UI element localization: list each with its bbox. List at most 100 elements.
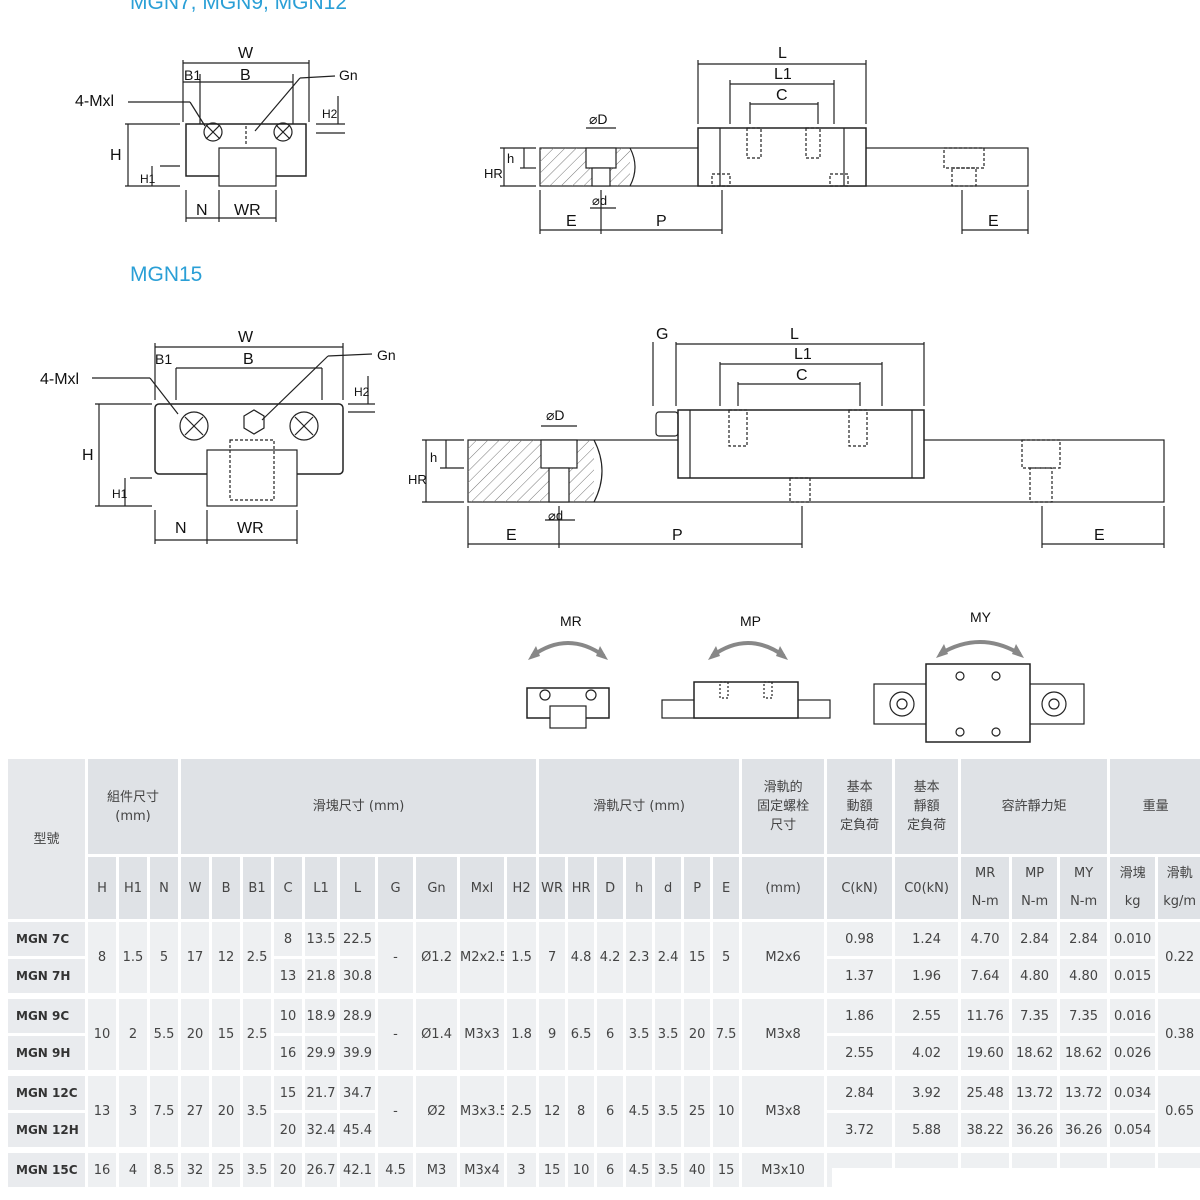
cell-n: 5.5 [146,993,182,1075]
header-col-p: P [681,854,714,922]
label-h-15: H [82,447,94,464]
cell-mp: 4.80 [1009,956,1061,998]
cell-cd: 3.72 [824,1110,896,1152]
cell-h: 3.5 [623,993,656,1075]
cell-model: MGN 7C [5,919,88,959]
label-phi-d-big-15: ⌀D [546,407,565,423]
label-e-left: E [566,213,577,230]
header-col-d: d [652,854,685,922]
cell-h1: 4 [116,1147,150,1190]
header-col-l1: L1 [302,854,341,922]
cell-p: 40 [681,1147,714,1190]
header-col-h2: H2 [504,854,540,922]
label-mr: MR [560,613,582,629]
label-h1-15: H1 [112,487,128,501]
cell-b1: 3.5 [240,1070,275,1152]
cell-c0: 3.92 [892,1070,962,1113]
cell-c0: 5.88 [892,1110,962,1152]
label-c: C [776,87,788,104]
cell-w: 32 [178,1147,213,1190]
cell-mr: 19.60 [958,1033,1013,1075]
header-bolt: 滑軌的 固定螺栓 尺寸 [739,756,828,857]
label-h: H [110,147,122,164]
header-c-kn: C(kN) [824,854,896,922]
header-assembly: 組件尺寸 (mm) [84,756,182,857]
cell-kg: 0.015 [1107,956,1159,998]
cell-e: 10 [710,1070,743,1152]
cell-wr: 12 [536,1070,569,1152]
cell-h1: 2 [116,993,150,1075]
label-mp: MP [740,613,761,629]
cell-mp: 18.62 [1009,1033,1061,1075]
header-rail: 滑軌尺寸 (mm) [536,756,743,857]
spec-table: 型號 組件尺寸 (mm) 滑塊尺寸 (mm) 滑軌尺寸 (mm) 滑軌的 固定螺… [5,756,1200,1190]
cell-gn: Ø2 [413,1070,461,1152]
header-col-n: N [146,854,182,922]
header-dynamic-load: 基本 動額 定負荷 [824,756,896,857]
cell-w: 20 [178,993,213,1075]
cell-n: 7.5 [146,1070,182,1152]
cell-cd: 2.55 [824,1033,896,1075]
cell-d: 6 [594,993,627,1075]
header-mp: MP N-m [1009,854,1061,922]
cell-c: 16 [271,1033,306,1075]
cell-w: 27 [178,1070,213,1152]
cell-g: - [375,993,417,1075]
header-mp-unit: N-m [1021,894,1049,909]
cell-kg: 0.016 [1107,993,1159,1036]
cell-l1: 21.8 [302,956,341,998]
label-4mxl: 4-Mxl [75,93,114,110]
header-my-symbol: MY [1074,866,1094,881]
cell-h: 4.5 [623,1070,656,1152]
header-col-gn: Gn [413,854,461,922]
cell-my: 36.26 [1057,1110,1111,1152]
cropped-region [832,1168,1200,1200]
cell-h: 8 [85,919,119,998]
cell-c0: 2.55 [892,993,962,1036]
cell-l1: 26.7 [302,1147,341,1190]
cell-model: MGN 9C [5,993,88,1036]
header-mp-symbol: MP [1025,866,1045,881]
header-col-b1: B1 [240,854,275,922]
header-rail-weight-unit: kg/m [1163,894,1197,909]
header-col-l: L [337,854,379,922]
cell-l: 45.4 [337,1110,379,1152]
header-col-e: E [710,854,743,922]
header-model: 型號 [5,756,88,922]
cell-my: 4.80 [1057,956,1111,998]
cell-mxl: M3x4 [457,1147,508,1190]
header-col-wr: WR [536,854,569,922]
cell-n: 5 [146,919,182,998]
cell-e: 5 [710,919,743,998]
cell-rail-kgm: 0.38 [1155,993,1200,1075]
cell-h1: 3 [116,1070,150,1152]
header-col-b: B [209,854,244,922]
cell-h2: 1.8 [504,993,540,1075]
label-n-15: N [175,520,187,537]
header-mr-symbol: MR [974,866,996,881]
cell-wr: 7 [536,919,569,998]
cell-mr: 4.70 [958,919,1013,959]
cell-e: 15 [710,1147,743,1190]
cell-l1: 21.7 [302,1070,341,1113]
cell-l1: 29.9 [302,1033,341,1075]
cell-bolt: M3x8 [739,993,828,1075]
label-wr: WR [234,202,261,219]
cell-b1: 2.5 [240,993,275,1075]
label-my: MY [970,609,992,625]
cell-mp: 36.26 [1009,1110,1061,1152]
label-hr-15: HR [408,472,427,487]
spec-table-container: 型號 組件尺寸 (mm) 滑塊尺寸 (mm) 滑軌尺寸 (mm) 滑軌的 固定螺… [0,748,1200,1200]
cell-h2: 1.5 [504,919,540,998]
cell-d: 2.4 [652,919,685,998]
cell-gn: Ø1.2 [413,919,461,998]
label-b1-15: B1 [155,351,172,367]
cell-bolt: M3x10 [739,1147,828,1190]
label-b-15: B [243,351,254,368]
cell-d: 6 [594,1070,627,1152]
cell-cd: 1.37 [824,956,896,998]
